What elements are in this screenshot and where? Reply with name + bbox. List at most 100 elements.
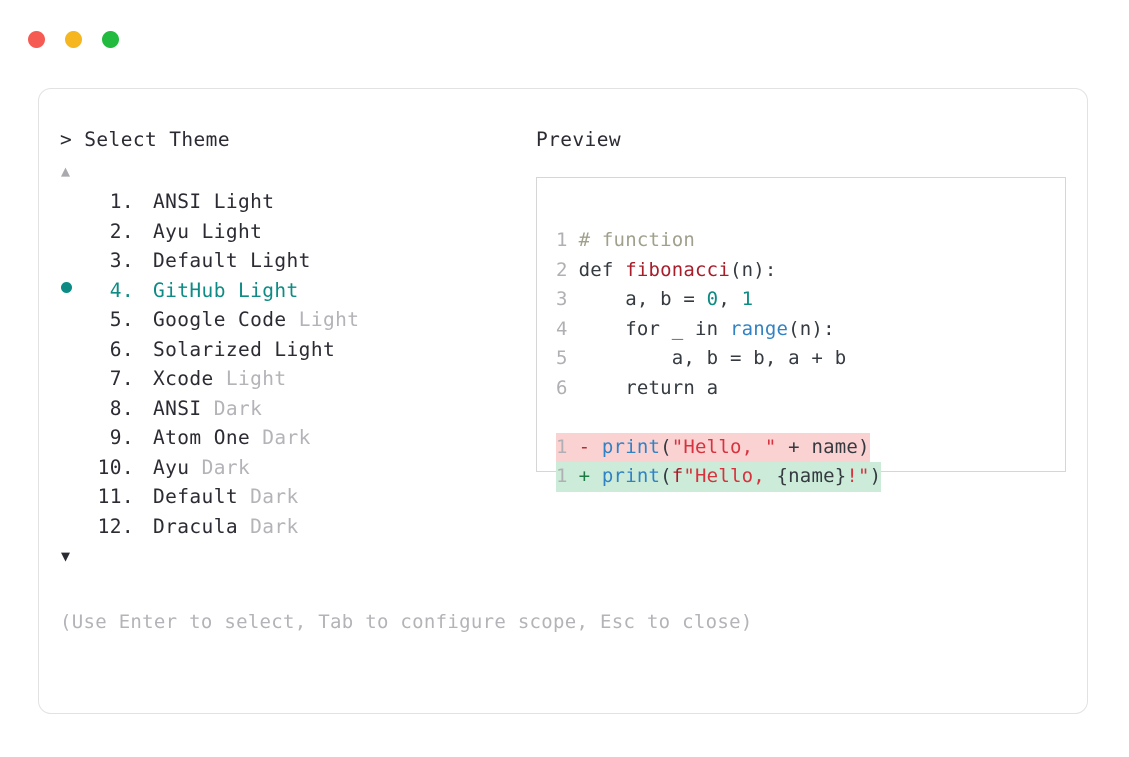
index-gap: [134, 338, 153, 361]
theme-item-index: 4.: [109, 278, 134, 302]
page-title-text: Select Theme: [84, 128, 230, 151]
diff-line-del: 1 - print("Hello, " + name): [556, 432, 870, 462]
selected-bullet-icon: [61, 281, 72, 293]
code-line-number: 2: [556, 258, 568, 281]
line-number-gap: [567, 288, 579, 310]
theme-item-variant: Light: [250, 249, 311, 272]
theme-item-index: 6.: [109, 337, 134, 361]
code-token-string: !": [846, 465, 870, 487]
theme-list-item[interactable]: 2. Ayu Light: [60, 220, 540, 250]
code-token-func: f: [671, 465, 684, 487]
theme-list-item[interactable]: 11. Default Dark: [60, 485, 540, 515]
theme-item-variant: Dark: [213, 396, 263, 420]
code-token-string: "Hello,: [683, 465, 777, 487]
code-token-num: 1: [741, 288, 754, 310]
theme-item-name: ANSI: [153, 190, 202, 213]
theme-item-variant: Light: [237, 278, 299, 302]
line-number-gap: [567, 347, 579, 369]
minimize-window-button[interactable]: [65, 31, 82, 48]
theme-item-variant: Light: [213, 190, 275, 213]
name-variant-space: [189, 220, 201, 243]
code-token-punct: (: [660, 435, 672, 458]
code-token-comment: # function: [578, 229, 696, 251]
code-token-plain: ,: [718, 288, 742, 310]
theme-item-variant: Dark: [201, 455, 251, 479]
diff-line-number: 1: [556, 465, 568, 487]
name-variant-space: [226, 279, 238, 302]
code-line: 1 # function: [556, 226, 881, 256]
theme-item-name: Ayu: [153, 455, 190, 479]
theme-item-name: GitHub: [153, 278, 226, 302]
close-window-button[interactable]: [28, 31, 45, 48]
code-token-punct: (n):: [729, 258, 777, 281]
name-variant-space: [189, 456, 201, 479]
name-variant-space: [238, 515, 250, 538]
code-token-punct: (n):: [788, 317, 835, 340]
theme-item-variant: Dark: [262, 426, 311, 449]
code-line-number: 1: [556, 229, 568, 251]
diff-line-number: 1: [556, 435, 568, 458]
index-gap: [134, 515, 153, 538]
diff-gap: [567, 465, 579, 487]
index-gap: [134, 426, 153, 449]
theme-item-variant: Light: [201, 219, 263, 243]
theme-list-item[interactable]: 8. ANSI Dark: [60, 397, 540, 427]
theme-item-name: Solarized: [153, 337, 263, 361]
code-blank-line: [556, 403, 881, 433]
theme-item-variant: Dark: [250, 485, 299, 508]
index-gap: [134, 249, 153, 272]
theme-item-variant: Light: [274, 337, 336, 361]
theme-item-index: 9.: [109, 426, 134, 449]
theme-item-index: 12.: [97, 514, 134, 538]
code-token-plain: + name: [776, 435, 859, 458]
line-number-gap: [567, 229, 579, 251]
code-token-builtin: print: [601, 435, 661, 458]
name-variant-space: [214, 367, 226, 390]
index-gap: [134, 456, 153, 479]
code-line: 5 a, b = b, a + b: [556, 344, 881, 374]
maximize-window-button[interactable]: [102, 31, 119, 48]
code-line: 3 a, b = 0, 1: [556, 285, 881, 315]
name-variant-space: [202, 190, 214, 213]
theme-list-item[interactable]: 4. GitHub Light: [60, 279, 540, 309]
code-token-plain: def: [578, 258, 626, 281]
theme-list-item[interactable]: 10. Ayu Dark: [60, 456, 540, 486]
theme-item-name: Default: [153, 485, 238, 508]
diff-gap: [590, 436, 602, 458]
theme-list-item[interactable]: 7. Xcode Light: [60, 367, 540, 397]
line-number-gap: [567, 259, 579, 281]
code-line: 6 return a: [556, 374, 881, 404]
theme-list-item[interactable]: 9. Atom One Dark: [60, 426, 540, 456]
code-token-builtin: print: [601, 465, 661, 487]
theme-item-name: Ayu: [153, 219, 190, 243]
name-variant-space: [238, 249, 250, 272]
theme-list-item[interactable]: 12. Dracula Dark: [60, 515, 540, 545]
diff-marker-add: +: [578, 465, 591, 487]
code-line-number: 6: [556, 376, 568, 399]
theme-item-index: 2.: [109, 219, 134, 243]
theme-list-item[interactable]: 3. Default Light: [60, 249, 540, 279]
theme-list-item[interactable]: 6. Solarized Light: [60, 338, 540, 368]
name-variant-space: [202, 397, 214, 420]
scroll-up-icon[interactable]: ▲: [61, 162, 71, 180]
index-gap: [134, 279, 153, 302]
name-variant-space: [287, 308, 299, 331]
index-gap: [134, 220, 153, 243]
index-gap: [134, 397, 153, 420]
scroll-down-icon[interactable]: ▼: [61, 547, 71, 565]
code-token-punct: ): [869, 465, 882, 487]
theme-item-name: ANSI: [153, 396, 202, 420]
line-number-gap: [567, 318, 579, 340]
code-token-plain: for _ in: [578, 317, 730, 340]
code-token-plain: return a: [578, 376, 719, 399]
theme-list-item[interactable]: 5. Google Code Light: [60, 308, 540, 338]
theme-list-item[interactable]: 1. ANSI Light: [60, 190, 540, 220]
code-line-number: 3: [556, 288, 568, 310]
preview-heading: Preview: [536, 128, 621, 151]
name-variant-space: [250, 426, 262, 449]
code-token-string: "Hello, ": [671, 435, 777, 458]
name-variant-space: [262, 338, 274, 361]
